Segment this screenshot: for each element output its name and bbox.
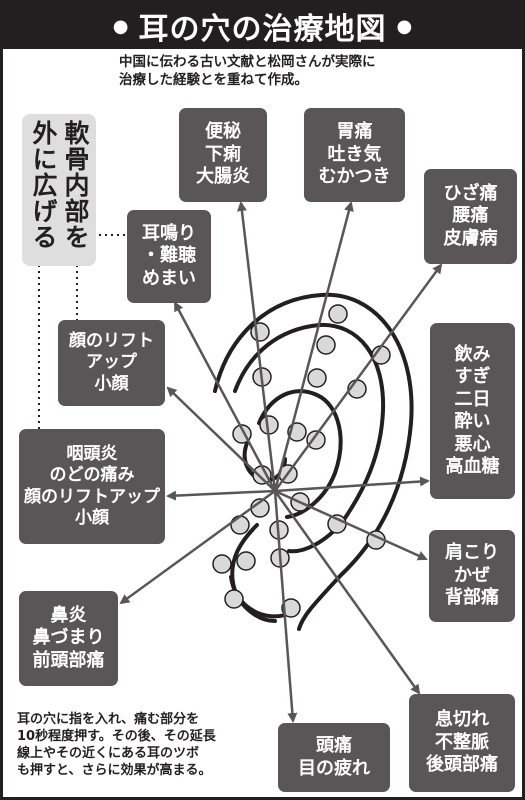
- cartilage-label: 軟骨内部を 外に広げる: [22, 114, 96, 266]
- title-bullet-right-icon: ●: [396, 15, 413, 37]
- note-line-4: も押すと、さらに効果が高まる。: [17, 763, 212, 778]
- box-line: 顔のリフトアップ: [24, 486, 160, 507]
- box-line: 下痢: [205, 143, 241, 165]
- box-line: 背部痛: [445, 587, 499, 609]
- acupoint: [236, 551, 256, 571]
- box-line: むかつき: [318, 166, 391, 188]
- arrows: [119, 201, 443, 723]
- title-bar: ● 耳の穴の治療地図 ●: [3, 3, 522, 49]
- acupoint: [224, 589, 244, 609]
- acupoint: [212, 554, 232, 574]
- page-title: 耳の穴の治療地図: [138, 12, 387, 47]
- box-headache: 頭痛 目の疲れ: [278, 723, 390, 792]
- box-line: 肩こり: [445, 542, 499, 564]
- box-nose: 鼻炎 鼻づまり 前頭部痛: [19, 591, 118, 686]
- box-line: かぜ: [454, 564, 490, 586]
- box-line: アップ: [86, 352, 137, 373]
- box-line: 飲み: [454, 343, 491, 365]
- box-line: 後頭部痛: [426, 754, 498, 776]
- box-line: 小顔: [94, 373, 129, 394]
- arrow-face-lift: [166, 386, 276, 492]
- note-line-2: 10秒程度押す。その後、その延長: [17, 729, 216, 744]
- ear-outline: [213, 292, 414, 631]
- box-line: 耳鳴り: [142, 222, 196, 244]
- arrow-constipation: [236, 201, 277, 492]
- box-knee: ひざ痛 腰痛 皮膚病: [424, 169, 517, 264]
- cartilage-label-line-1: 軟骨内部を: [61, 120, 90, 250]
- acupoint: [230, 515, 250, 535]
- box-line: 腰痛: [452, 205, 489, 227]
- arrow-headache: [273, 490, 298, 723]
- arrow-breath: [273, 490, 421, 695]
- arrow-stomach: [273, 201, 354, 492]
- box-line: 前頭部痛: [32, 649, 105, 671]
- box-line: 悪心: [454, 433, 491, 455]
- box-line: 二日: [454, 388, 491, 410]
- box-stomach: 胃痛 吐き気 むかつき: [304, 108, 405, 202]
- note-line-1: 耳の穴に指を入れ、痛む部分を: [17, 712, 200, 727]
- box-face-lift: 顔のリフト アップ 小顔: [58, 320, 165, 406]
- box-line: 高血糖: [445, 456, 500, 477]
- title-bullet-left-icon: ●: [112, 15, 129, 37]
- acupoint: [306, 430, 326, 450]
- box-line: のどの痛み: [49, 465, 135, 486]
- arrow-shoulder: [274, 489, 428, 561]
- box-breath: 息切れ 不整脈 後頭部痛: [409, 694, 515, 792]
- box-line: 不整脈: [435, 731, 489, 753]
- box-line: すぎ: [454, 366, 491, 387]
- instruction-note: 耳の穴に指を入れ、痛む部分を 10秒程度押す。その後、その延長 線上やその近くに…: [17, 711, 267, 779]
- box-line: 息切れ: [435, 709, 489, 731]
- box-line: 頭痛: [316, 735, 352, 756]
- box-hangover: 飲み すぎ 二日 酔い 悪心 高血糖: [430, 323, 515, 499]
- box-line: 鼻づまり: [32, 627, 105, 649]
- subtitle-line-2: 治療した経験とを重ねて作成。: [119, 72, 308, 88]
- acupoint: [328, 304, 348, 324]
- box-line: 目の疲れ: [298, 757, 370, 779]
- arrow-throat: [166, 489, 276, 501]
- acupoint: [250, 322, 270, 342]
- box-constipation: 便秘 下痢 大腸炎: [179, 108, 267, 202]
- box-line: 大腸炎: [196, 166, 250, 188]
- acupoints: [212, 304, 391, 618]
- box-tinnitus: 耳鳴り ・難聴 めまい: [127, 210, 211, 303]
- acupoint: [281, 598, 301, 618]
- box-line: ・難聴: [142, 245, 196, 267]
- box-shoulder: 肩こり かぜ 背部痛: [429, 530, 515, 622]
- arrow-knee: [273, 263, 443, 492]
- box-line: 吐き気: [327, 143, 382, 165]
- arrow-tinnitus: [173, 301, 277, 492]
- ear-diagram: [38, 201, 443, 723]
- subtitle: 中国に伝わる古い文献と松岡さんが実際に 治療した経験とを重ねて作成。: [119, 53, 459, 89]
- box-line: 酔い: [454, 411, 491, 432]
- acupoint: [307, 368, 327, 388]
- box-line: 便秘: [205, 121, 241, 143]
- box-line: 小顔: [75, 507, 109, 528]
- arrow-hangover: [274, 476, 430, 493]
- cartilage-dotted-connector: [38, 234, 128, 433]
- subtitle-line-1: 中国に伝わる古い文献と松岡さんが実際に: [119, 54, 376, 70]
- box-line: ひざ痛: [443, 182, 498, 204]
- box-line: 鼻炎: [50, 604, 87, 626]
- arrow-nose: [119, 489, 276, 605]
- box-throat: 咽頭炎 のどの痛み 顔のリフトアップ 小顔: [19, 429, 165, 544]
- box-line: めまい: [142, 267, 196, 289]
- box-line: 皮膚病: [443, 227, 498, 249]
- box-line: 顔のリフト: [69, 331, 154, 352]
- acupoint: [316, 335, 336, 355]
- box-line: 咽頭炎: [66, 444, 118, 464]
- cartilage-label-line-2: 外に広げる: [29, 120, 58, 250]
- box-line: 胃痛: [336, 121, 373, 143]
- note-line-3: 線上やその近くにある耳のツボ: [17, 746, 200, 761]
